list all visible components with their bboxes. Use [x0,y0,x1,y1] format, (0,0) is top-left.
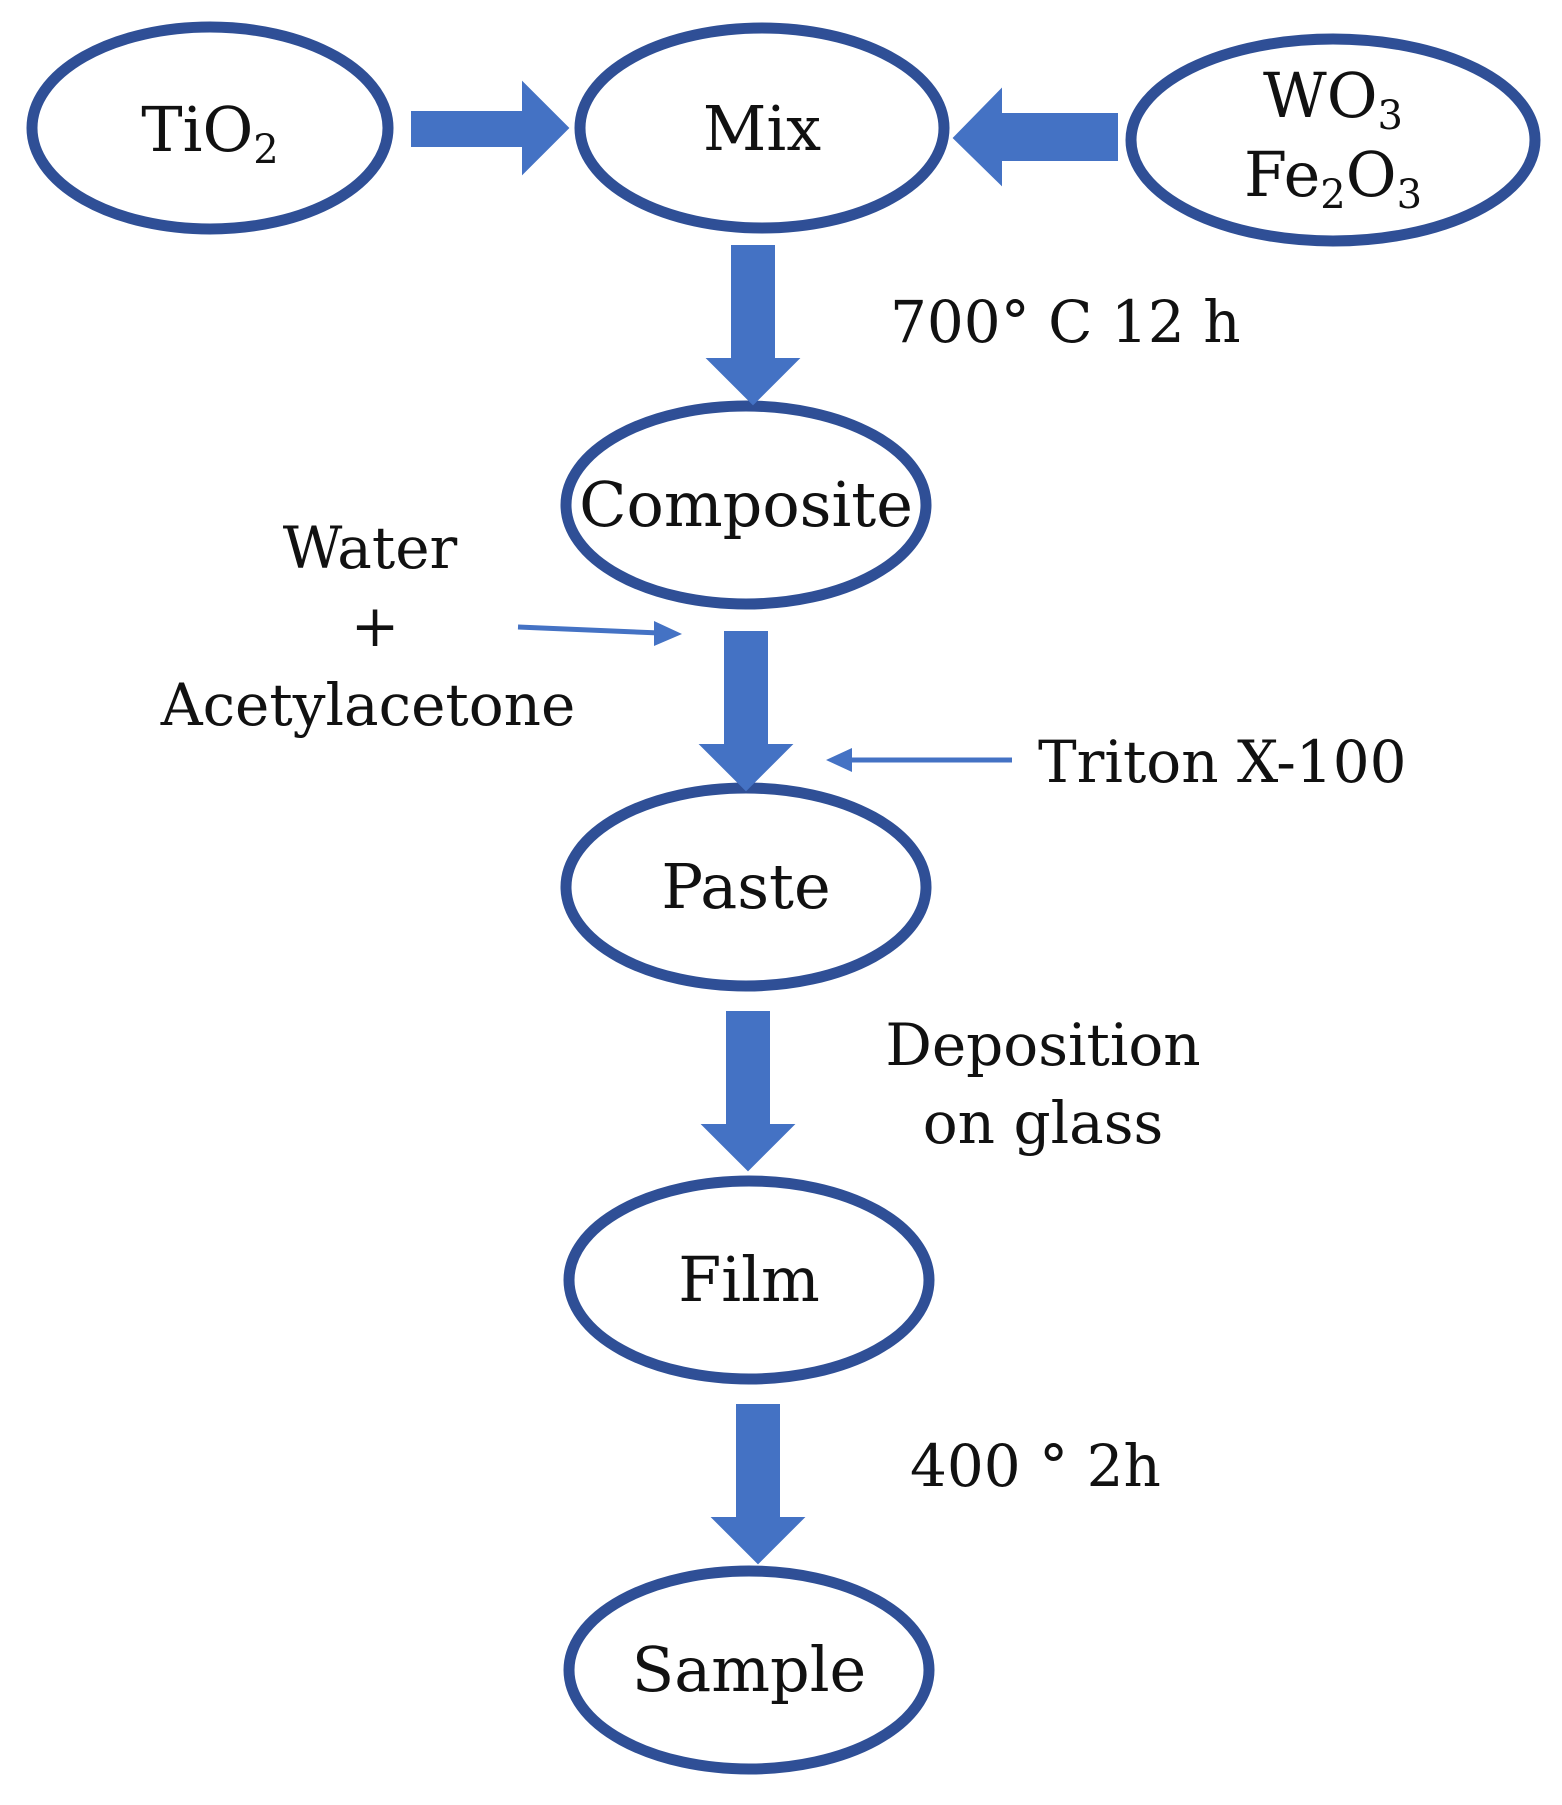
node-film-label: Film [678,1243,819,1316]
arrow-paste-to-film [700,1011,796,1172]
node-composite-label: Composite [579,468,913,541]
node-additives [1125,33,1541,247]
node-sample [563,1565,935,1775]
node-additives-label-1: WO3 [1263,59,1403,139]
arrow-triton [826,748,1012,772]
node-composite [560,400,932,610]
label-plus: + [351,592,400,660]
arrow-composite-to-paste [698,631,794,792]
label-triton: Triton X-100 [1038,728,1407,796]
node-film [563,1175,935,1385]
node-tio2 [26,21,394,235]
node-tio2-label: TiO2 [141,93,278,173]
label-water: Water [283,514,458,582]
label-calcination: 700° C 12 h [890,288,1241,356]
arrow-film-to-sample [710,1404,806,1565]
node-paste-label: Paste [661,850,830,923]
label-annealing: 400 ° 2h [910,1432,1161,1500]
arrow-mix-to-composite [705,245,801,406]
label-deposition-2: on glass [923,1089,1164,1157]
label-deposition-1: Deposition [885,1011,1200,1079]
node-mix [574,22,950,234]
arrow-water-acetylacetone [517,621,682,646]
label-acetylacetone: Acetylacetone [160,671,576,739]
node-sample-label: Sample [632,1633,866,1706]
arrow-tio2-to-mix [411,80,570,176]
node-additives-label-2: Fe2O3 [1244,138,1422,218]
node-mix-label: Mix [703,92,821,165]
arrow-additives-to-mix [952,87,1118,187]
